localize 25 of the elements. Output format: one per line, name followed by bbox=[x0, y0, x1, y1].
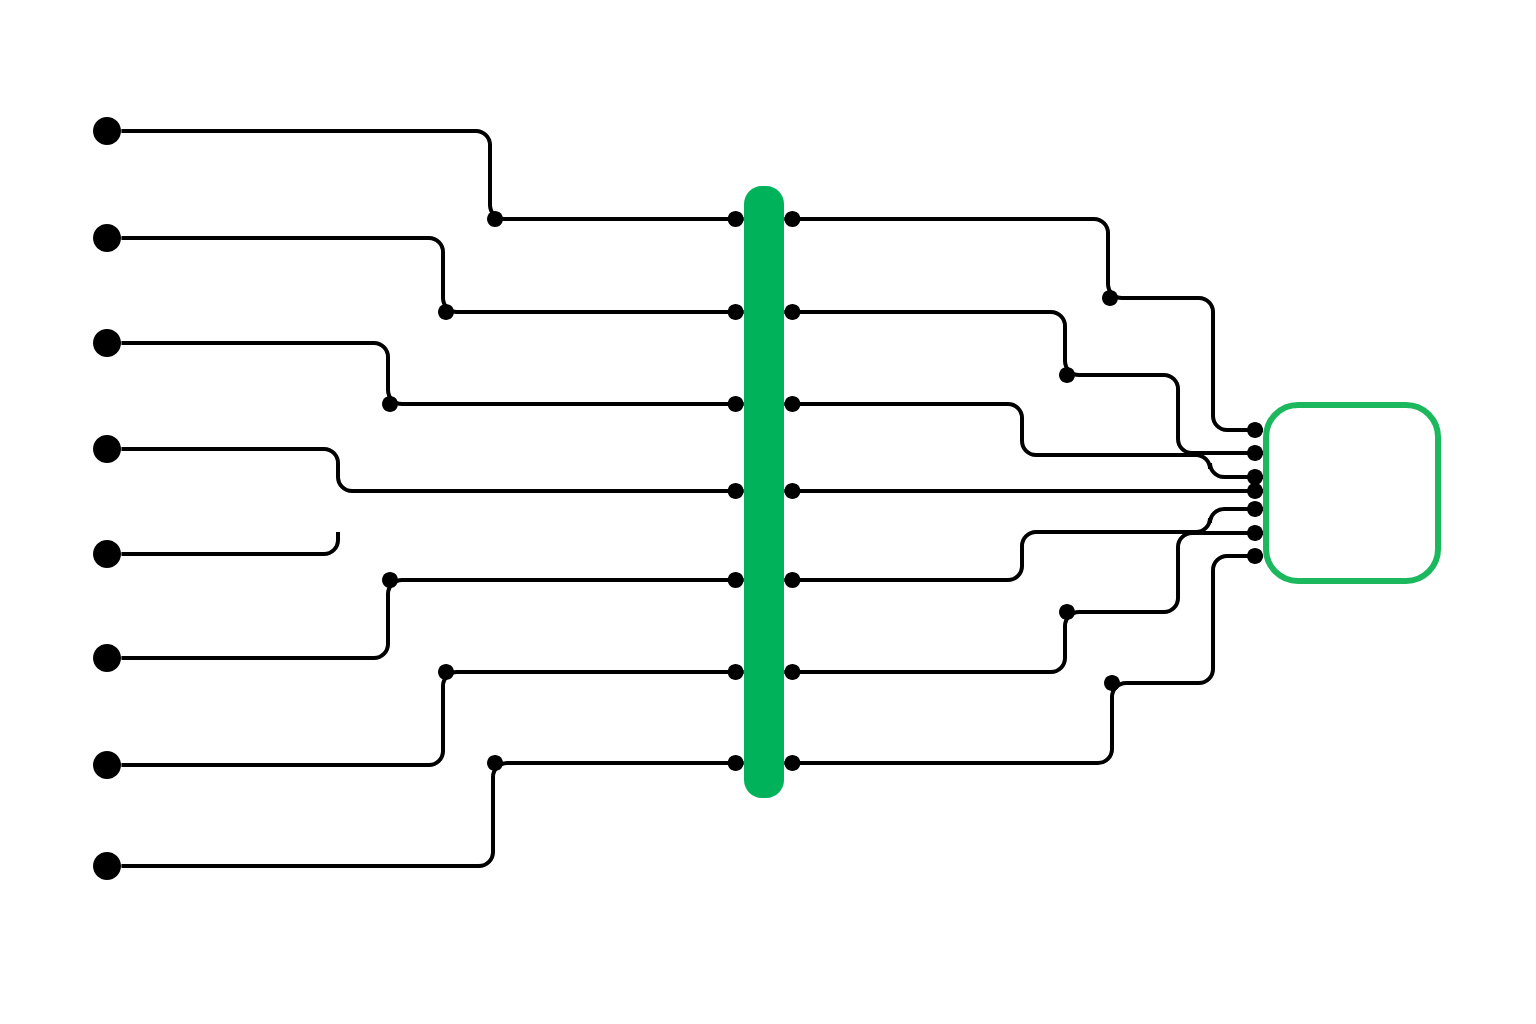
wire bbox=[121, 532, 340, 556]
wire bbox=[121, 572, 744, 660]
wire bbox=[121, 664, 744, 767]
wire bbox=[784, 310, 1263, 461]
wire bbox=[121, 129, 744, 227]
wire bbox=[784, 548, 1263, 765]
wire bbox=[784, 217, 1263, 438]
terminal-dot bbox=[93, 644, 121, 672]
bus-bar bbox=[744, 186, 784, 798]
terminal-dot bbox=[93, 852, 121, 880]
terminal-dot bbox=[93, 435, 121, 463]
wire bbox=[784, 402, 1263, 485]
terminal-dot bbox=[93, 540, 121, 568]
terminal-dot bbox=[93, 751, 121, 779]
terminal-dot bbox=[93, 329, 121, 357]
wire bbox=[121, 341, 744, 412]
wire bbox=[784, 501, 1263, 582]
wire bbox=[121, 236, 744, 320]
wire bbox=[784, 483, 1263, 499]
component-box bbox=[1263, 402, 1441, 584]
terminal-dot bbox=[93, 117, 121, 145]
wire bbox=[121, 755, 744, 868]
terminal-dot bbox=[93, 224, 121, 252]
wire bbox=[784, 525, 1263, 674]
wire bbox=[121, 447, 744, 499]
